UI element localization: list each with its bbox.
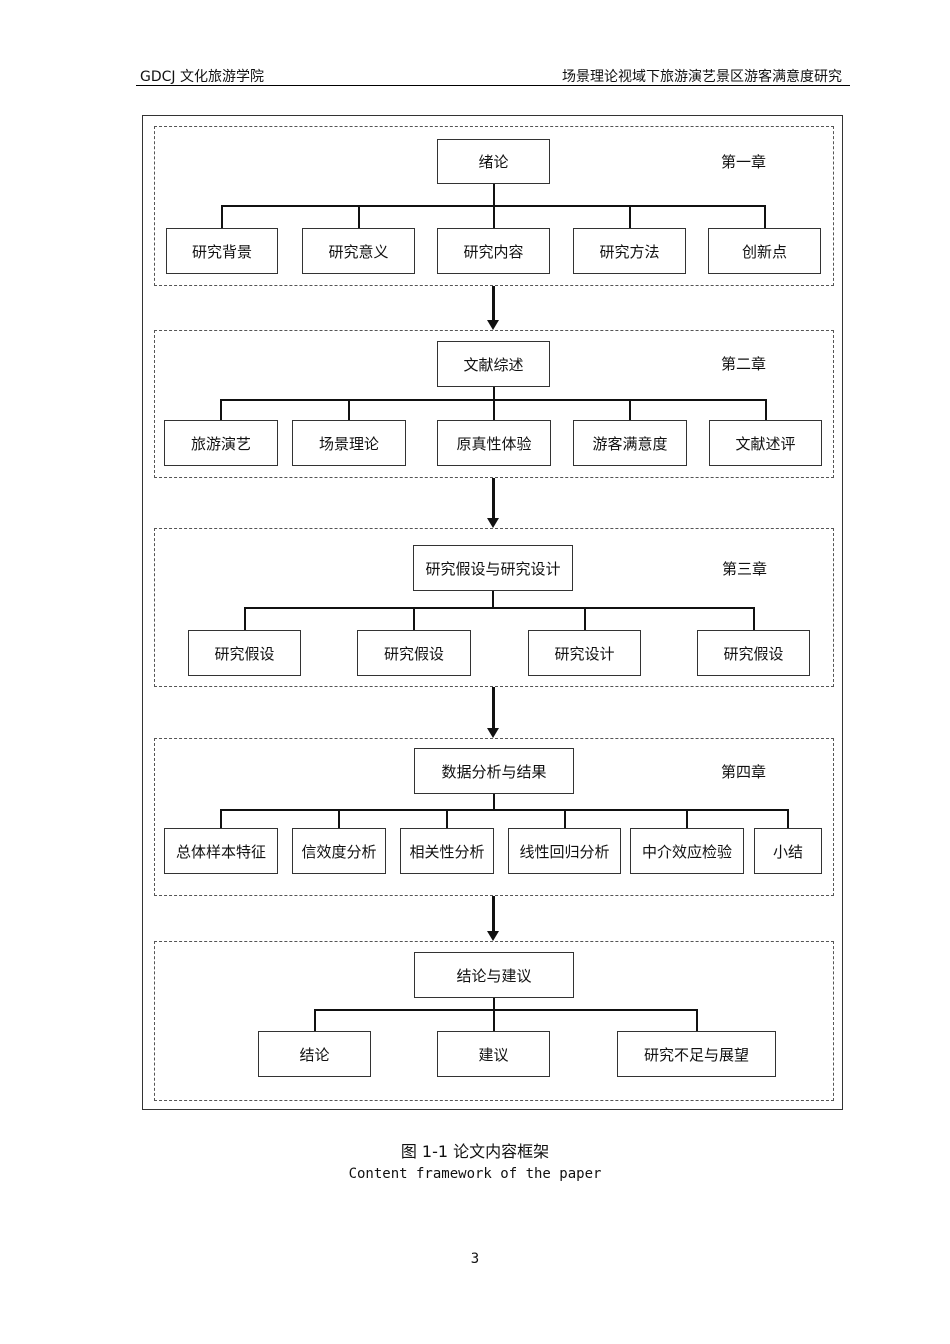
header-institution: GDCJ 文化旅游学院 — [140, 69, 264, 85]
header-thesis-title: 场景理论视域下旅游演艺景区游客满意度研究 — [562, 69, 842, 85]
subtopic-box: 研究内容 — [437, 228, 550, 274]
subtopic-box: 创新点 — [708, 228, 821, 274]
chapter-label: 第三章 — [722, 560, 768, 578]
connector-drop — [220, 400, 222, 420]
connector-drop — [413, 608, 415, 630]
connector-bar — [313, 1009, 698, 1011]
connector-drop — [220, 810, 222, 828]
subtopic-box: 研究意义 — [302, 228, 415, 274]
subtopic-box: 结论 — [258, 1031, 371, 1077]
chapter-section — [154, 941, 834, 1101]
connector-stem — [492, 387, 495, 400]
figure-caption-cn: 图 1-1 论文内容框架 — [400, 1142, 550, 1161]
subtopic-box: 研究背景 — [166, 228, 278, 274]
connector-drop — [752, 608, 755, 630]
chapter-label: 第二章 — [721, 355, 767, 373]
figure-frame — [142, 115, 843, 1110]
connector-drop — [583, 608, 586, 630]
connector-stem — [492, 591, 494, 608]
header-rule — [136, 85, 850, 86]
subtopic-box: 小结 — [754, 828, 822, 874]
connector-drop — [764, 400, 767, 420]
connector-stem — [492, 184, 495, 206]
subtopic-box: 建议 — [437, 1031, 550, 1077]
chapter-section — [154, 528, 834, 687]
chapter-label: 第一章 — [721, 153, 767, 171]
connector-drop — [493, 400, 495, 420]
connector-drop — [695, 1010, 698, 1031]
connector-stem — [493, 998, 495, 1010]
connector-drop — [243, 608, 246, 630]
subtopic-box: 游客满意度 — [573, 420, 687, 466]
connector-bar — [243, 607, 755, 609]
connector-drop — [492, 206, 495, 228]
connector-drop — [629, 400, 631, 420]
subtopic-box: 总体样本特征 — [164, 828, 278, 874]
connector-drop — [313, 1010, 316, 1031]
subtopic-box: 场景理论 — [292, 420, 406, 466]
chapter-section — [154, 738, 834, 896]
subtopic-box: 文献述评 — [709, 420, 822, 466]
connector-drop — [357, 206, 360, 228]
connector-drop — [338, 810, 340, 828]
subtopic-box: 研究不足与展望 — [617, 1031, 776, 1077]
subtopic-box: 研究假设 — [697, 630, 810, 676]
connector-drop — [563, 810, 566, 828]
chapter-label: 第四章 — [721, 763, 767, 781]
connector-drop — [628, 206, 631, 228]
main-topic-box: 数据分析与结果 — [414, 748, 574, 794]
main-topic-box: 文献综述 — [437, 341, 550, 387]
subtopic-box: 中介效应检验 — [630, 828, 744, 874]
connector-drop — [492, 1010, 495, 1031]
connector-drop — [763, 206, 766, 228]
subtopic-box: 相关性分析 — [400, 828, 494, 874]
main-topic-box: 绪论 — [437, 139, 550, 184]
page-number: 3 — [470, 1251, 480, 1267]
subtopic-box: 研究方法 — [573, 228, 686, 274]
subtopic-box: 旅游演艺 — [164, 420, 278, 466]
connector-drop — [446, 810, 448, 828]
connector-bar — [220, 809, 789, 811]
chapter-section — [154, 330, 834, 478]
subtopic-box: 研究设计 — [528, 630, 641, 676]
connector-drop — [787, 810, 789, 828]
main-topic-box: 研究假设与研究设计 — [413, 545, 573, 591]
subtopic-box: 线性回归分析 — [508, 828, 621, 874]
chapter-section — [154, 126, 834, 286]
connector-stem — [493, 794, 495, 810]
subtopic-box: 原真性体验 — [437, 420, 551, 466]
subtopic-box: 研究假设 — [357, 630, 471, 676]
subtopic-box: 信效度分析 — [292, 828, 386, 874]
figure-caption-en: Content framework of the paper — [348, 1166, 602, 1182]
main-topic-box: 结论与建议 — [414, 952, 574, 998]
subtopic-box: 研究假设 — [188, 630, 301, 676]
connector-drop — [686, 810, 688, 828]
connector-drop — [221, 206, 223, 228]
connector-drop — [348, 400, 350, 420]
